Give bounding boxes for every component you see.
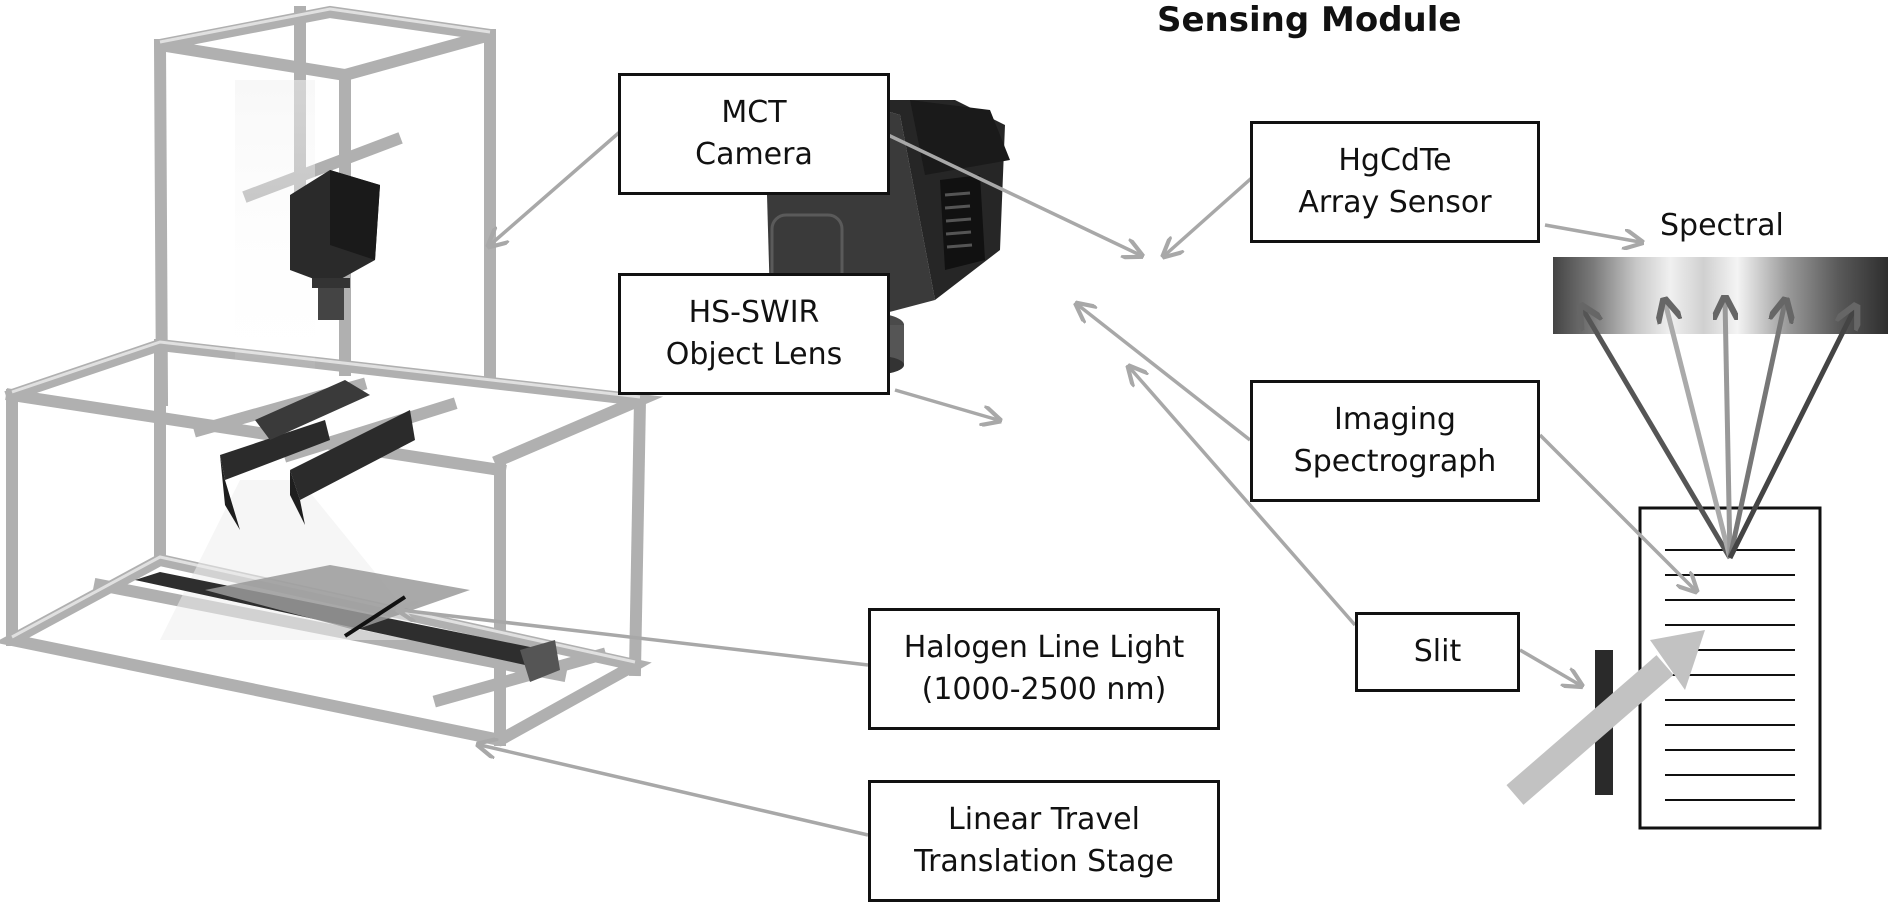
label-line: HgCdTe [1338,143,1452,178]
label-line: Translation Stage [914,844,1174,879]
label-line: (1000-2500 nm) [921,672,1167,707]
label-line: Array Sensor [1298,185,1492,220]
halogen-light-bars [220,380,415,530]
label-line: Spectrograph [1293,444,1497,479]
frame-edges [11,7,641,664]
callout-arrows [400,128,1695,837]
label-line: Linear Travel [948,802,1140,837]
spectral-label: Spectral [1660,208,1784,243]
page-title: Sensing Module [1157,0,1462,40]
tower-camera [290,170,380,320]
label-hgcdte-array-sensor: HgCdTe Array Sensor [1250,121,1540,243]
label-slit: Slit [1355,612,1520,692]
label-mct-camera: MCT Camera [618,73,890,195]
label-line: Halogen Line Light [903,630,1185,665]
label-linear-travel-stage: Linear Travel Translation Stage [868,780,1220,902]
label-line: Imaging [1334,402,1456,437]
dispersed-rays [1582,300,1855,560]
label-line: Object Lens [665,337,843,372]
label-line: Camera [695,137,813,172]
incident-beam [1506,630,1705,805]
label-hs-swir-lens: HS-SWIR Object Lens [618,273,890,395]
label-halogen-line-light: Halogen Line Light (1000-2500 nm) [868,608,1220,730]
label-line: HS-SWIR [688,295,820,330]
label-line: Slit [1413,634,1462,669]
label-imaging-spectrograph: Imaging Spectrograph [1250,380,1540,502]
label-line: MCT [721,95,787,130]
spectral-bar [1553,257,1888,334]
translation-stage [135,565,560,682]
